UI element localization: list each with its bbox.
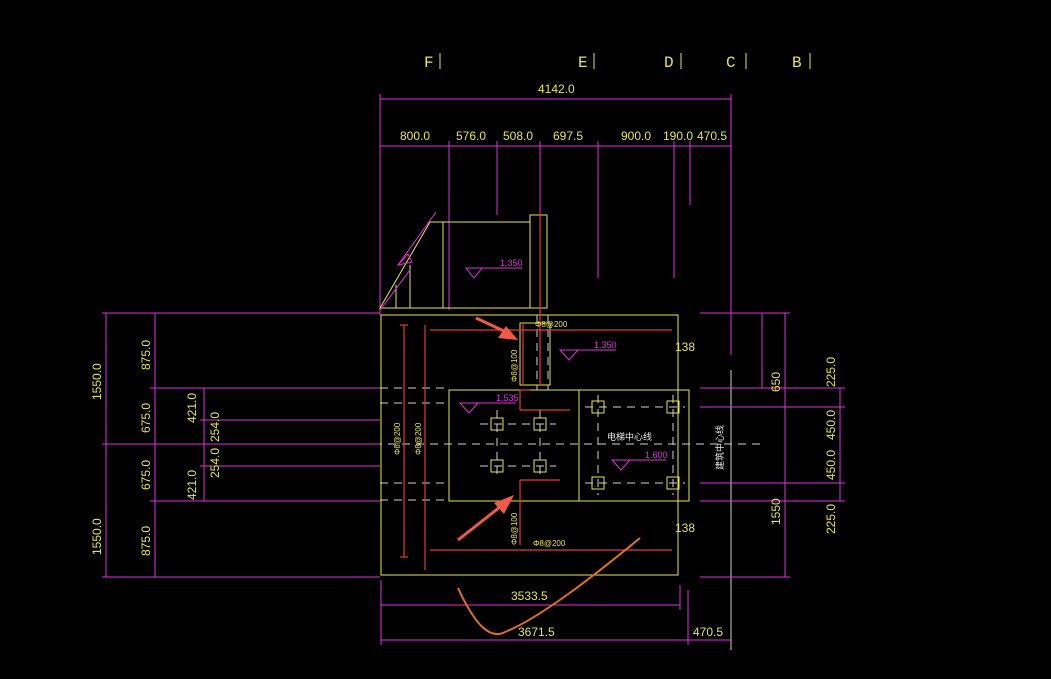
dim-top-2: 576.0 [456, 129, 486, 143]
level-3: 1.535 [496, 393, 519, 403]
axis-label-c: C [726, 54, 736, 72]
building-center-label: 建筑中心线 [714, 425, 725, 470]
left-dimensions [102, 312, 380, 578]
dim-right-inner-top: 650 [769, 372, 783, 392]
axis-label-f: F [424, 54, 434, 72]
dim-bottom-right: 470.5 [693, 625, 723, 639]
dim-top-5: 900.0 [621, 129, 651, 143]
dim-left-outer-top: 1550.0 [90, 363, 104, 400]
level-1: 1.350 [500, 258, 523, 268]
small-dim-bottom: 138 [675, 521, 695, 535]
level-markers [458, 267, 666, 471]
rebar-label-vert-top: Φ8@100 [510, 349, 519, 382]
dim-left-mid-4: 875.0 [139, 526, 153, 556]
rebar-label-top: Φ8@200 [535, 320, 568, 329]
dim-left-outer-bottom: 1550.0 [90, 518, 104, 555]
pit-outline [380, 314, 690, 576]
plate-centerlines [480, 395, 685, 495]
dim-right-inner-bottom: 1550 [769, 498, 783, 525]
level-4: 1.600 [645, 450, 668, 460]
dim-bottom-outer: 3671.5 [518, 625, 555, 639]
embed-plates [490, 400, 680, 490]
dim-left-mid-2: 675.0 [139, 403, 153, 433]
dim-left-inner-3: 254.0 [208, 448, 222, 478]
dim-right-outer-1: 225.0 [824, 357, 838, 387]
dim-left-mid-1: 875.0 [139, 340, 153, 370]
dim-top-4: 697.5 [553, 129, 583, 143]
dim-top-6: 190.0 [663, 129, 693, 143]
axis-ticks [439, 53, 811, 69]
dim-right-outer-4: 225.0 [824, 504, 838, 534]
right-dimensions [700, 312, 845, 578]
center-line-label: 电梯中心线 [607, 431, 652, 442]
dim-top-3: 508.0 [503, 129, 533, 143]
bottom-dimensions [380, 580, 731, 645]
dim-top-7: 470.5 [697, 129, 727, 143]
rebar-lines [400, 213, 672, 570]
dim-right-outer-2: 450.0 [824, 410, 838, 440]
axis-labels: F E D C B [424, 53, 811, 72]
dim-total-top: 4142.0 [538, 82, 575, 96]
dim-left-mid-3: 675.0 [139, 460, 153, 490]
rebar-label-left-a: Φ8@200 [393, 422, 402, 455]
small-dim-top: 138 [675, 340, 695, 354]
axis-label-d: D [664, 54, 674, 72]
rebar-label-left-b: Φ8@200 [414, 422, 423, 455]
rebar-label-bottom: Φ8@200 [533, 539, 566, 548]
dim-left-inner-1: 421.0 [185, 393, 199, 423]
rebar-label-vert-bottom: Φ8@100 [510, 512, 519, 545]
dim-left-inner-4: 421.0 [185, 470, 199, 500]
axis-label-b: B [792, 54, 802, 72]
top-dimensions [379, 94, 732, 355]
annotation-arrow-top [475, 316, 518, 340]
dim-right-outer-3: 450.0 [824, 450, 838, 480]
annotation-arrow-bottom [457, 495, 514, 542]
upper-section [379, 211, 548, 311]
dim-left-inner-2: 254.0 [208, 412, 222, 442]
dim-bottom-inner: 3533.5 [511, 589, 548, 603]
dashed-guides [360, 315, 760, 501]
annotation-sketch-curve [457, 537, 641, 635]
dim-top-1: 800.0 [400, 129, 430, 143]
level-2: 1.350 [594, 340, 617, 350]
axis-label-e: E [578, 54, 588, 72]
